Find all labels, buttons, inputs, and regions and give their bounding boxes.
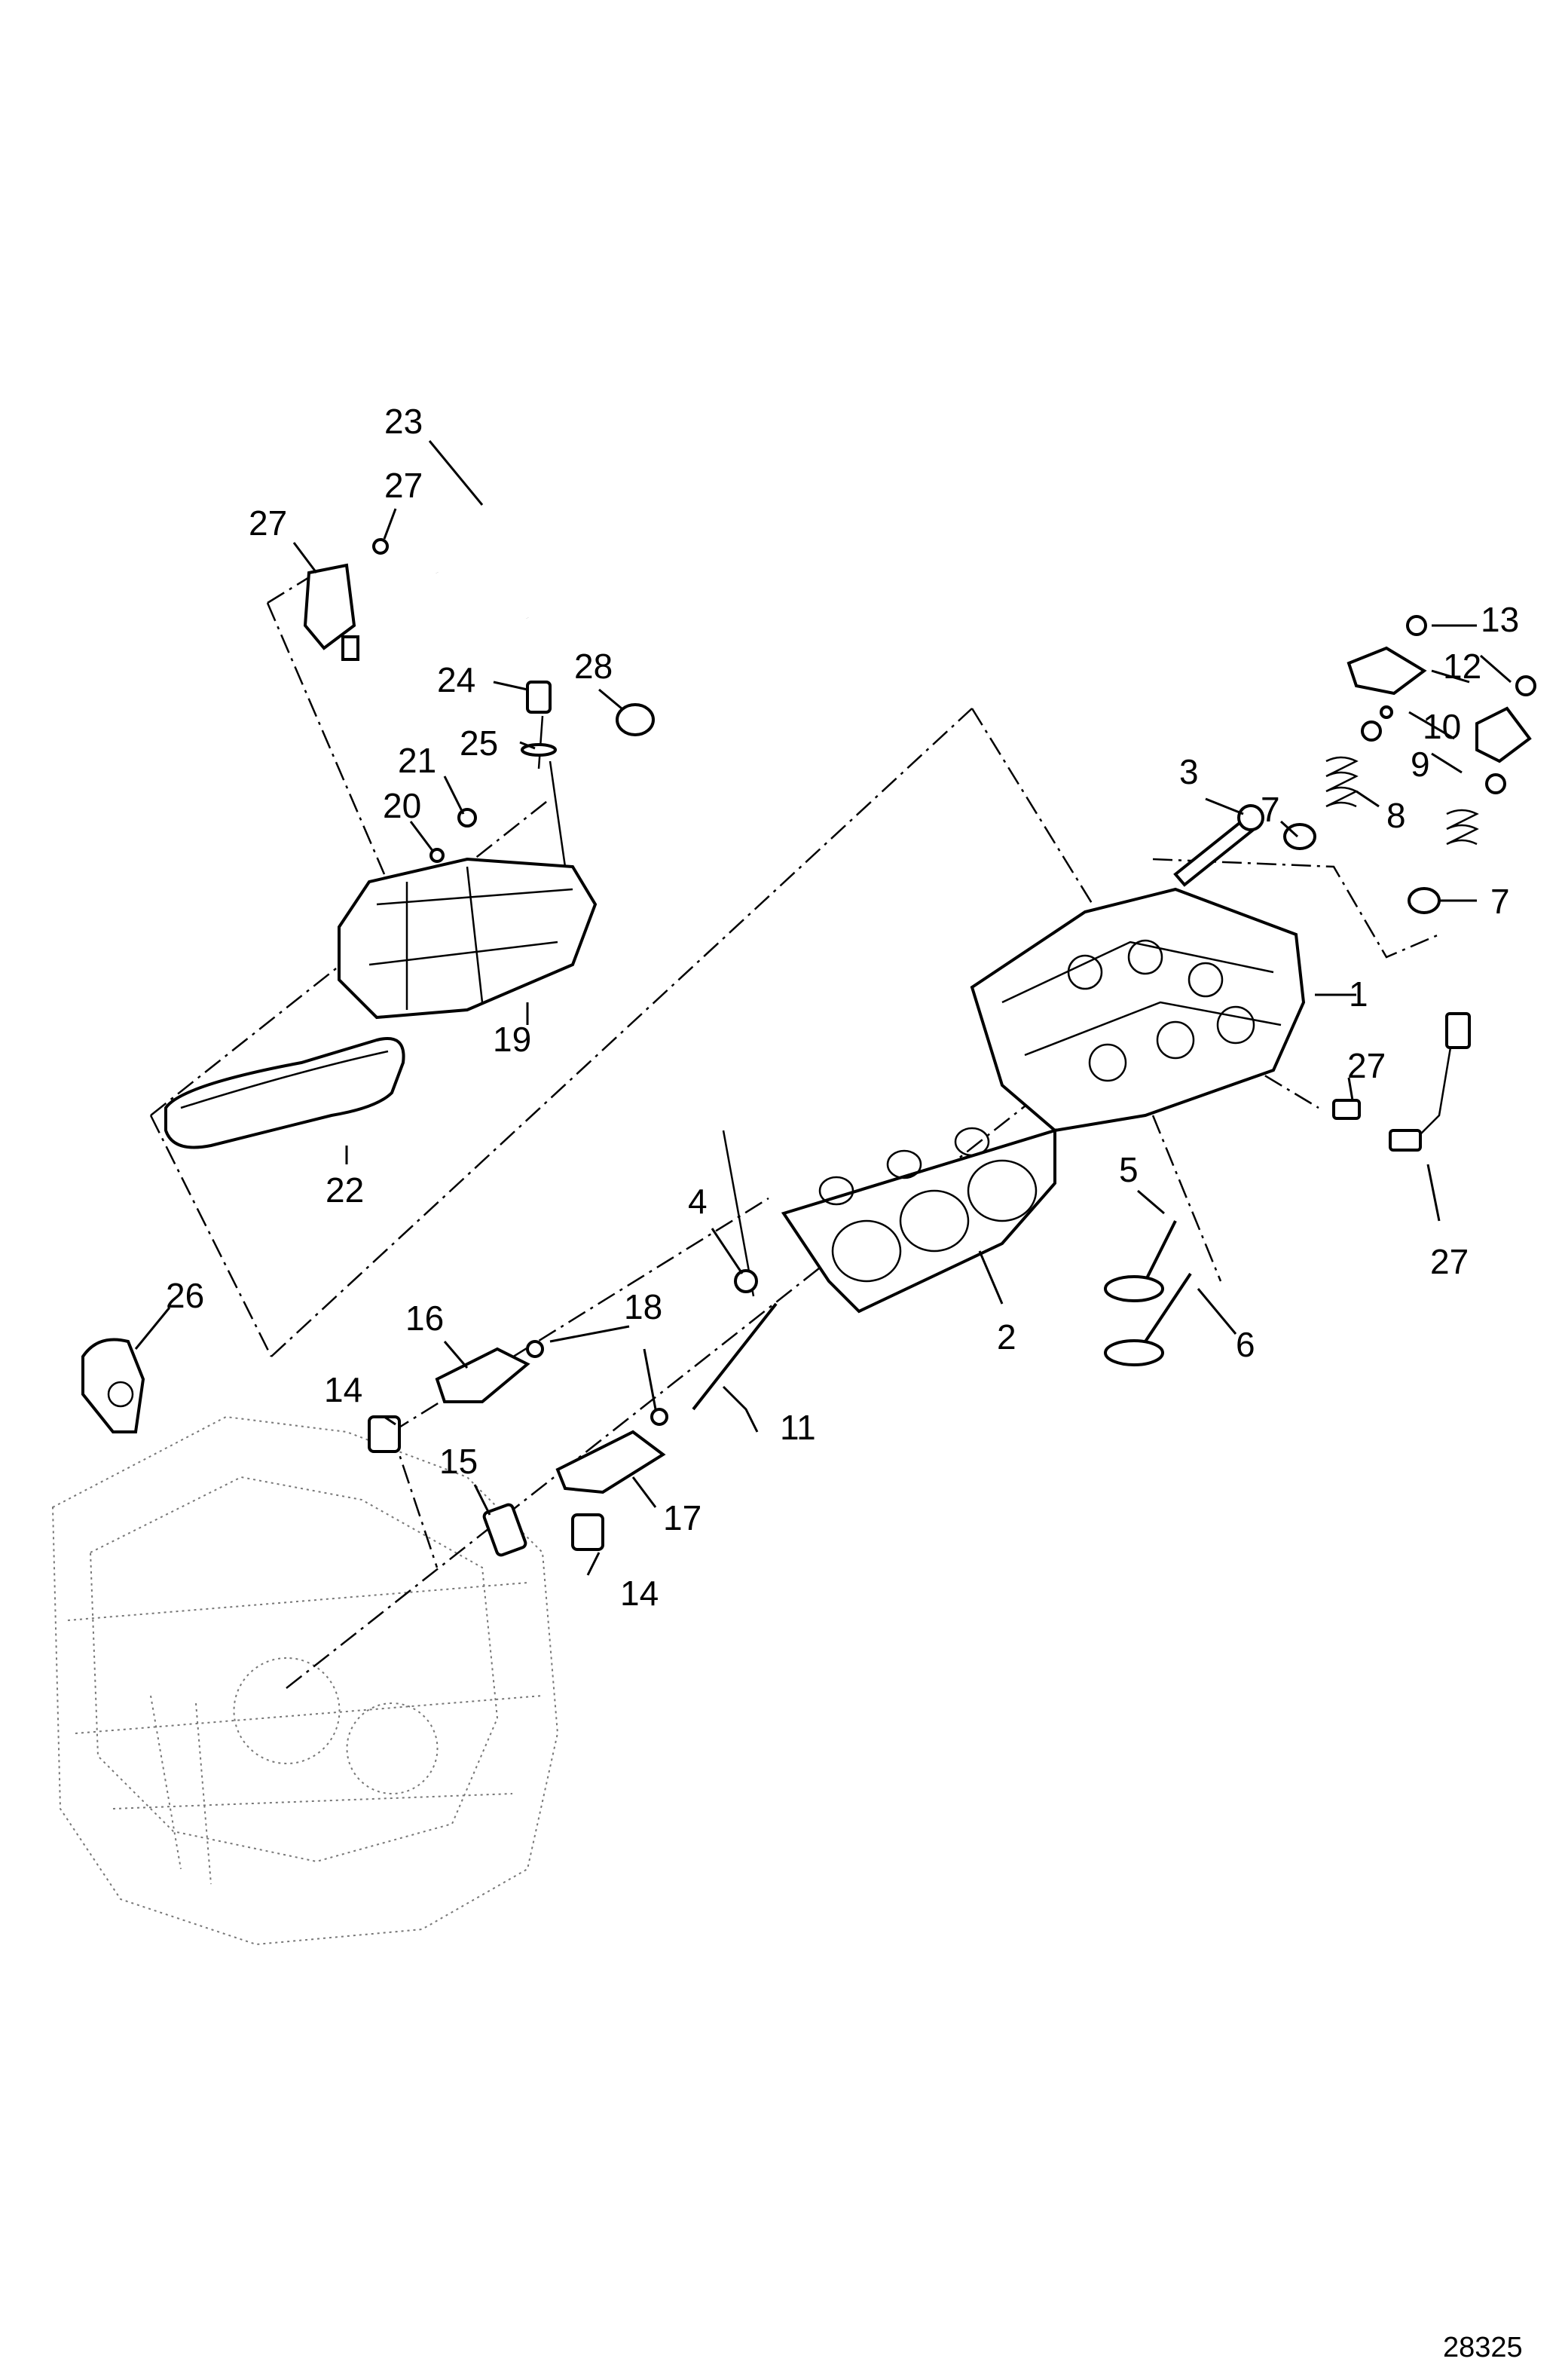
callout-leaders — [134, 440, 1512, 1576]
callout-28: 28 — [574, 647, 613, 686]
sensor-cable-part — [1389, 1012, 1471, 1152]
hydraulic-lifter-part — [368, 1415, 401, 1453]
pcv-valve-part — [526, 681, 552, 714]
washer-part — [616, 703, 655, 736]
screw-part — [372, 538, 389, 555]
callout-22: 22 — [326, 1170, 364, 1210]
head-bolt-part — [1173, 804, 1264, 887]
grommet-part — [429, 848, 445, 863]
callout-27: 27 — [1430, 1242, 1469, 1281]
head-gasket-part — [781, 1127, 1056, 1314]
callout-7: 7 — [1490, 882, 1510, 921]
callout-15: 15 — [439, 1442, 478, 1481]
callout-24: 24 — [437, 660, 475, 699]
callout-4: 4 — [688, 1182, 708, 1221]
callout-8: 8 — [1386, 796, 1406, 835]
engine-block-illustration — [51, 1415, 559, 1946]
lifter-guide-part — [555, 1430, 666, 1494]
intake-valve-part — [1104, 1220, 1177, 1302]
callout-23: 23 — [384, 402, 423, 441]
callout-19: 19 — [493, 1020, 531, 1059]
callout-17: 17 — [663, 1498, 702, 1537]
hydraulic-lifter-part — [571, 1513, 604, 1551]
lifter-part — [482, 1503, 527, 1557]
callout-18: 18 — [624, 1287, 662, 1326]
callout-14: 14 — [620, 1574, 659, 1613]
callout-labels: 1 2 3 4 5 6 7 7 8 9 10 11 12 13 14 14 15… — [166, 402, 1519, 1613]
bolt-part — [526, 1340, 544, 1358]
assembly-guide-lines — [149, 571, 1440, 1689]
callout-13: 13 — [1481, 600, 1519, 639]
valve-cover-part — [338, 857, 598, 1020]
callout-7: 7 — [1261, 790, 1280, 829]
valve-cover-gasket-part — [164, 1037, 405, 1149]
callout-27: 27 — [249, 503, 287, 543]
callout-26: 26 — [166, 1276, 204, 1315]
callout-1: 1 — [1349, 974, 1368, 1014]
callout-6: 6 — [1236, 1325, 1255, 1364]
callout-27: 27 — [384, 466, 423, 505]
sensor-bracket-part — [81, 1338, 145, 1433]
callout-27: 27 — [1347, 1046, 1386, 1085]
valve-retainer-part — [1485, 773, 1506, 794]
bolt-part — [650, 1408, 668, 1426]
valve-spring-part — [1325, 756, 1479, 846]
sensor-housing-part — [303, 563, 359, 661]
pushrod-part — [692, 1302, 778, 1411]
callout-21: 21 — [398, 741, 436, 780]
callout-20: 20 — [383, 786, 421, 825]
callout-5: 5 — [1119, 1150, 1139, 1189]
lifter-guide-part — [435, 1347, 530, 1403]
dowel-pin-part — [734, 1269, 758, 1293]
valve-key-part — [1380, 705, 1393, 719]
pcv-hose-outline — [426, 502, 533, 620]
callout-10: 10 — [1423, 707, 1461, 746]
callout-16: 16 — [405, 1299, 444, 1338]
callout-12: 12 — [1443, 647, 1481, 686]
callout-2: 2 — [997, 1317, 1016, 1357]
callout-3: 3 — [1179, 752, 1199, 791]
callout-11: 11 — [780, 1408, 816, 1447]
valve-retainer-part — [1361, 720, 1382, 742]
valve-seal-part — [1408, 887, 1441, 914]
rocker-bolt-part — [1515, 675, 1536, 696]
cylinder-head-part — [970, 887, 1306, 1133]
callout-14: 14 — [324, 1370, 362, 1409]
callout-25: 25 — [460, 723, 498, 763]
rocker-bolt-part — [1406, 615, 1427, 636]
figure-reference-number: 28325 — [1443, 2332, 1523, 2363]
exhaust-valve-part — [1104, 1272, 1192, 1366]
rocker-arm-part — [1346, 646, 1532, 763]
callout-9: 9 — [1411, 745, 1430, 784]
sensor-part — [1332, 1099, 1361, 1120]
